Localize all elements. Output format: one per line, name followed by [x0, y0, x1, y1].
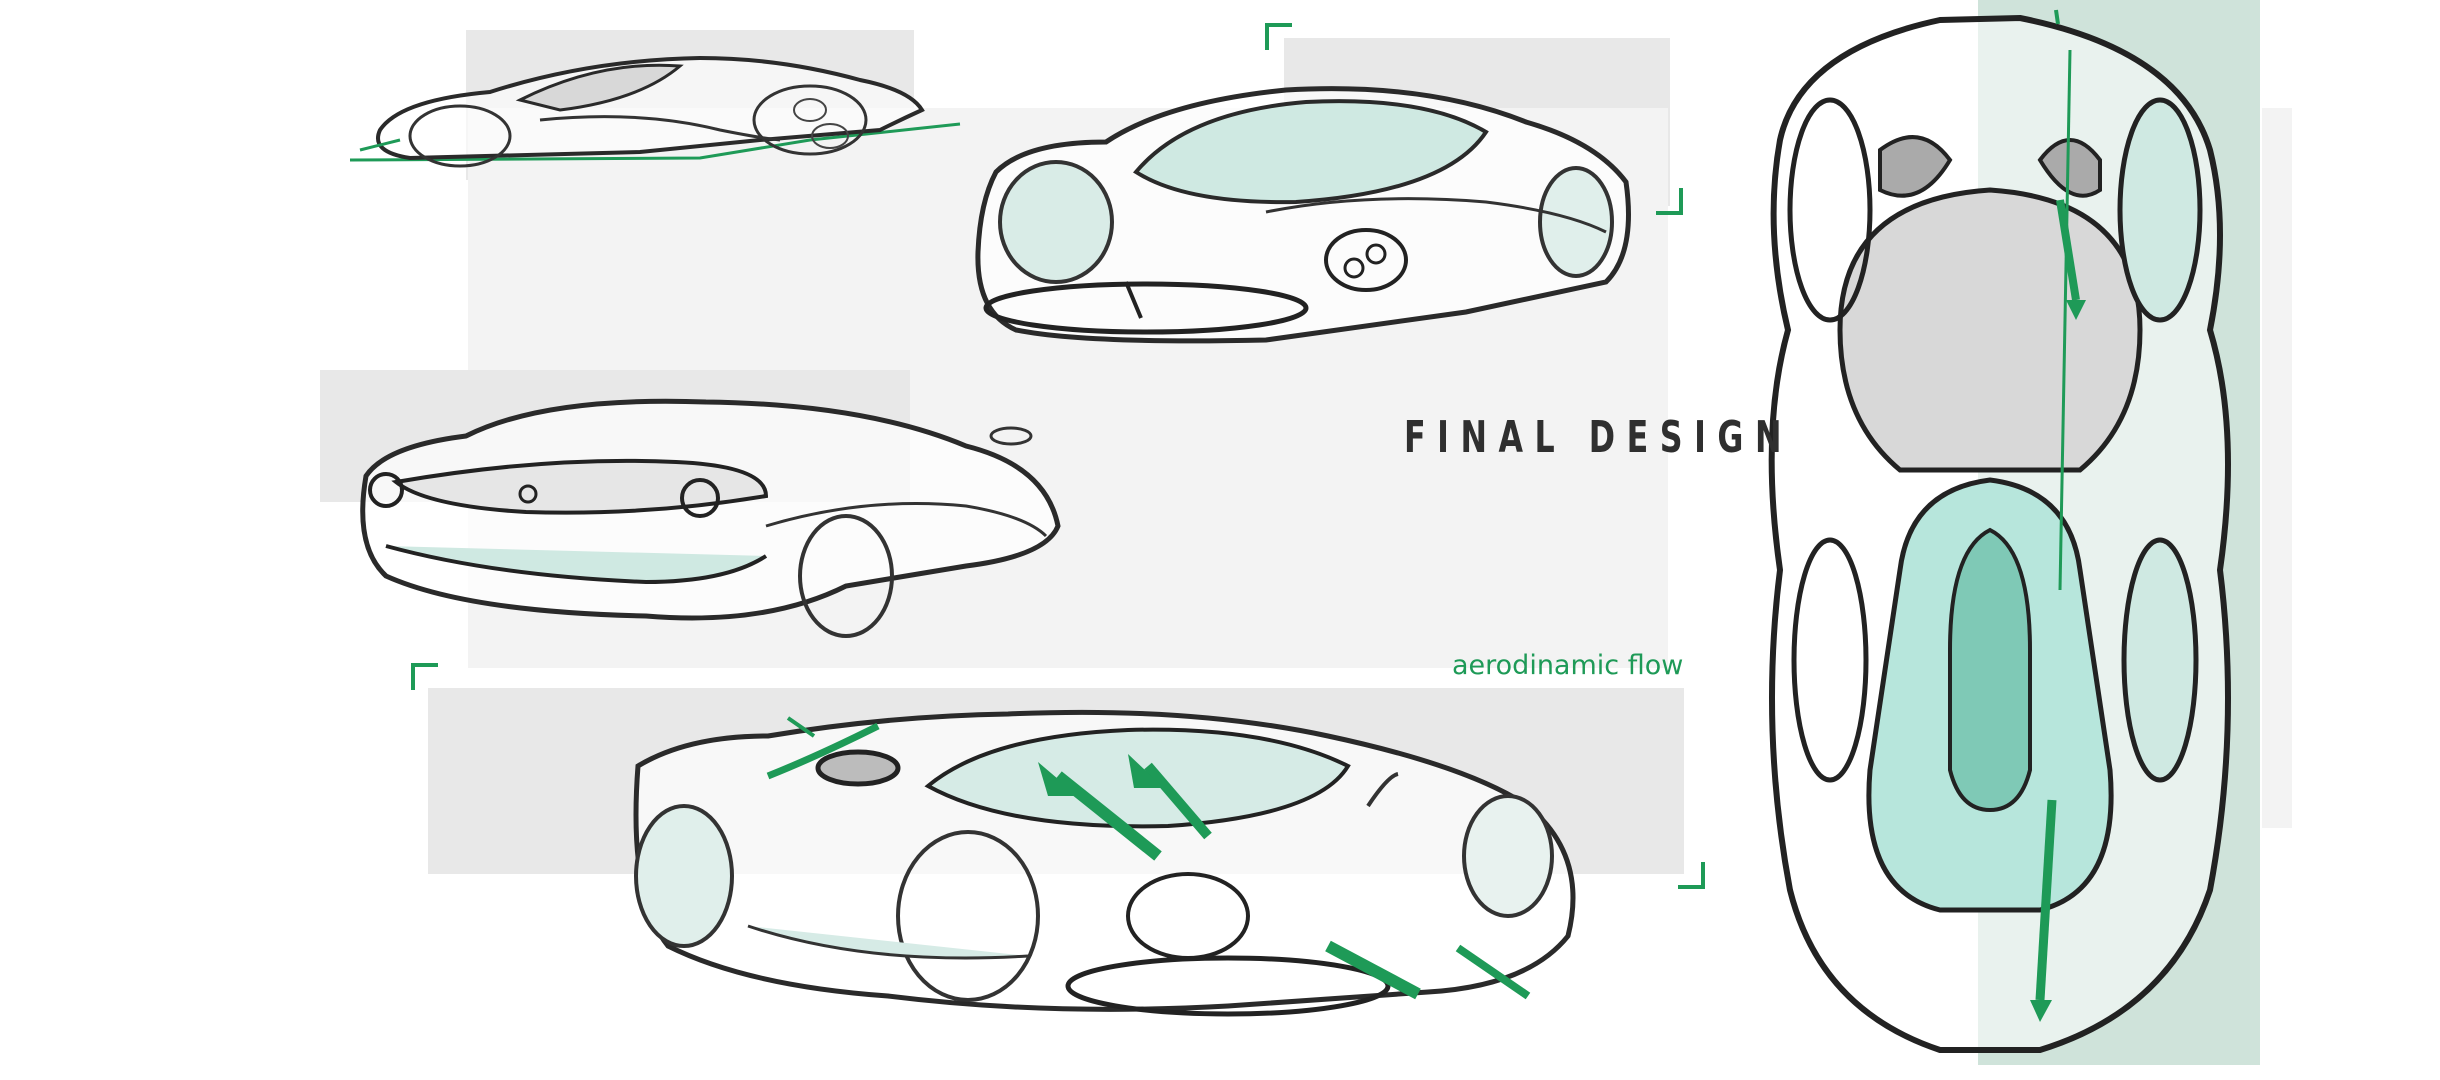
car-sketch-front-three-quarter	[975, 86, 1631, 344]
corner-bracket-mid-left	[411, 663, 438, 690]
corner-bracket-bottom-right	[1678, 862, 1705, 889]
aerodynamic-flow-caption: aerodinamic flow	[1452, 650, 1684, 681]
bg-block-right	[2262, 108, 2292, 828]
car-sketch-rear-three-quarter	[360, 398, 1061, 638]
car-sketch-side-profile	[349, 55, 961, 168]
corner-bracket-top-left	[1265, 23, 1292, 50]
page-title: FINAL DESIGN	[1404, 412, 1793, 463]
corner-bracket-top-right	[1656, 188, 1683, 215]
car-sketch-top-view	[1768, 9, 2231, 1053]
car-sketch-main-three-quarter	[633, 709, 1576, 1017]
